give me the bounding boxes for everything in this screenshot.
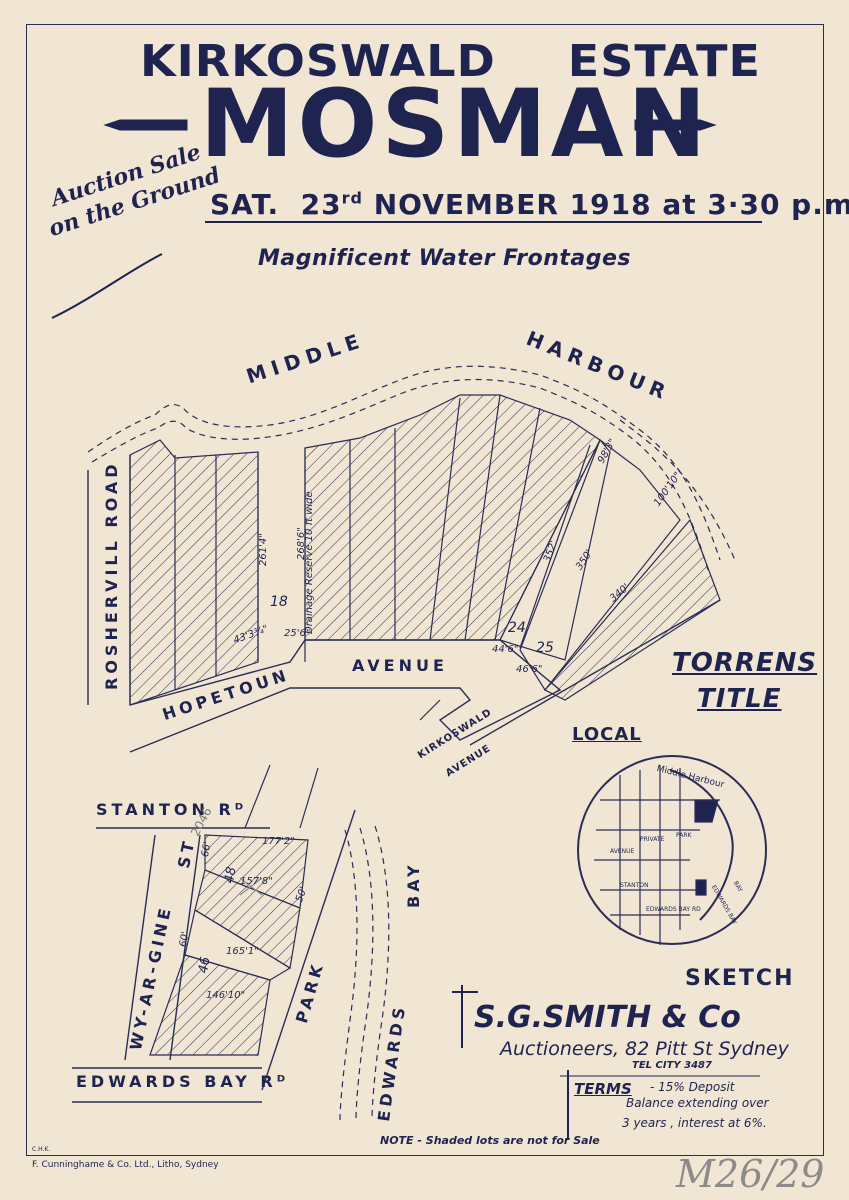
local-inset-map: [577, 755, 767, 945]
inset-label: EDWARDS BAY RD: [646, 906, 701, 913]
poster-border: [26, 24, 824, 1156]
dimension-label: 177'2": [262, 836, 295, 847]
suburb-title: MOSMAN: [200, 70, 711, 179]
lot-number: 48: [222, 865, 240, 885]
torrens-title-line2: TITLE: [697, 684, 782, 714]
sketch-label: SKETCH: [685, 966, 795, 991]
dimension-label: 25'6": [284, 628, 311, 639]
sale-date-suffix: rd: [341, 188, 363, 208]
lot-number: 18: [270, 594, 288, 610]
title-rules: [51, 119, 762, 319]
agent-address: Auctioneers, 82 Pitt St Sydney: [500, 1038, 789, 1060]
dimension-label: 157'8": [240, 876, 273, 887]
terms-line: - 15% Deposit: [650, 1080, 735, 1094]
road-rosherville: ROSHERVILL ROAD: [102, 460, 121, 690]
dimension-label: 146'10": [206, 990, 246, 1001]
sale-date-rest: NOVEMBER 1918 at 3·30 p.m.: [373, 188, 849, 221]
lot-number: 24: [508, 620, 526, 636]
sale-date: SAT. 23rd NOVEMBER 1918 at 3·30 p.m.: [210, 188, 849, 221]
dimension-label: 261'4": [258, 533, 269, 566]
estate-lots-lower: [72, 764, 356, 1103]
road-stanton: STANTON Rᴰ: [96, 800, 248, 819]
dimension-label: 46'6": [516, 664, 543, 675]
estate-title: KIRKOSWALD ESTATE: [140, 35, 761, 86]
title-word-1: KIRKOSWALD: [140, 35, 496, 87]
inset-label: PARK: [676, 832, 692, 839]
title-word-2: ESTATE: [567, 35, 761, 87]
road-edwards-bay: EDWARDS BAY Rᴰ: [76, 1072, 290, 1091]
sale-day: SAT.: [210, 188, 280, 221]
lot-number: 25: [536, 640, 554, 656]
terms-line: Balance extending over: [626, 1096, 769, 1110]
drainage-reserve-label: Drainage Reserve 10 ft wide: [304, 491, 315, 634]
harbour-shoreline: [87, 365, 736, 1121]
dimension-label: 44'6": [492, 644, 519, 655]
local-label: LOCAL: [572, 724, 642, 745]
shaded-lots-note: NOTE - Shaded lots are not for Sale: [380, 1134, 600, 1147]
terms-label: TERMS: [574, 1080, 632, 1098]
road-hopetoun-avenue: AVENUE: [352, 656, 448, 675]
inset-label: PRIVATE: [640, 836, 665, 843]
agent-telephone: TEL CITY 3487: [632, 1060, 712, 1071]
sale-date-number: 23: [300, 188, 342, 221]
printer-credit: F. Cunninghame & Co. Ltd., Litho, Sydney: [32, 1160, 219, 1170]
inset-label: AVENUE: [610, 848, 635, 855]
agent-name: S.G.SMITH & Co: [474, 1000, 741, 1035]
lot-number: 46: [196, 955, 214, 975]
terms-line: 3 years , interest at 6%.: [622, 1116, 767, 1130]
dimension-label: 165'1": [226, 946, 259, 957]
catalogue-number: M26/29: [676, 1152, 825, 1196]
engraver-initials: C.H.K.: [32, 1146, 51, 1153]
torrens-title-line1: TORRENS: [672, 648, 818, 678]
estate-lots-upper: [87, 394, 721, 753]
inset-label: STANTON: [620, 882, 649, 889]
tagline: Magnificent Water Frontages: [258, 246, 632, 271]
water-bay: BAY: [404, 861, 423, 908]
agent-bracket: [452, 985, 760, 1140]
